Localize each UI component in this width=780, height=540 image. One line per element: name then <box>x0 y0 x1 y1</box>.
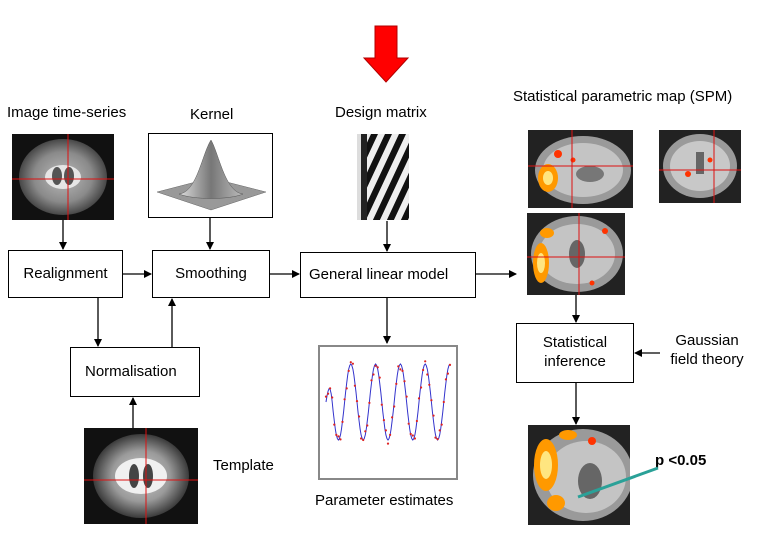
data-point <box>358 415 361 418</box>
data-point <box>424 360 427 363</box>
data-point <box>327 392 330 395</box>
data-point <box>407 422 410 425</box>
data-point <box>351 362 354 365</box>
red-down-arrow-icon <box>362 25 410 83</box>
data-point <box>376 366 379 369</box>
data-point <box>341 420 344 423</box>
realignment-text: Realignment <box>23 264 108 282</box>
data-point <box>436 438 439 441</box>
data-point <box>378 376 381 379</box>
spm-axial-image <box>527 213 625 295</box>
data-point <box>343 398 346 401</box>
data-point <box>415 419 418 423</box>
data-point <box>374 364 377 367</box>
gaussian-field-theory-label: Gaussian field theory <box>670 332 744 368</box>
data-point <box>405 395 408 398</box>
data-point <box>446 372 449 375</box>
normalisation-text: Normalisation <box>85 362 177 380</box>
data-point <box>395 382 398 385</box>
data-point <box>380 403 383 406</box>
data-point <box>331 396 334 399</box>
data-point <box>335 433 338 436</box>
data-point <box>434 436 437 439</box>
data-point <box>440 423 443 426</box>
kernel-label: Kernel <box>190 106 234 123</box>
data-point <box>345 387 348 390</box>
design-matrix-label: Design matrix <box>335 104 427 121</box>
data-point <box>409 432 412 436</box>
p-value-label: p <0.05 <box>655 452 707 469</box>
data-point <box>368 401 371 404</box>
data-point <box>391 416 394 419</box>
general-linear-model-text: General linear model <box>309 265 449 283</box>
data-point <box>360 437 363 440</box>
data-point <box>370 379 373 382</box>
data-point <box>417 397 421 400</box>
data-point <box>372 373 375 376</box>
data-point <box>347 369 350 372</box>
data-point <box>339 438 342 441</box>
data-point <box>349 361 352 364</box>
data-point <box>422 368 425 372</box>
spm-coronal-image <box>659 130 741 203</box>
data-point <box>386 442 390 445</box>
data-point <box>329 387 332 390</box>
normalisation-box: Normalisation <box>70 347 200 397</box>
parameter-estimates-label: Parameter estimates <box>315 492 454 509</box>
fitted-line <box>325 363 451 441</box>
kernel-image <box>148 133 273 218</box>
parameter-estimates-plot <box>318 345 458 480</box>
data-point <box>366 424 369 427</box>
data-point <box>382 419 385 422</box>
data-point <box>384 429 387 432</box>
time-series-brain-image <box>12 134 114 220</box>
design-matrix-image <box>357 134 409 220</box>
data-point <box>337 435 340 438</box>
realignment-box: Realignment <box>8 250 123 298</box>
data-point <box>399 368 402 371</box>
statistical-inference-text: Statistical inference <box>542 334 608 370</box>
data-point <box>420 386 423 389</box>
data-point <box>432 414 435 417</box>
data-point <box>389 433 392 436</box>
data-point <box>448 363 452 366</box>
statistical-inference-box: Statistical inference <box>516 323 634 383</box>
image-time-series-label: Image time-series <box>7 104 127 121</box>
data-point <box>442 400 445 404</box>
data-point <box>401 369 404 372</box>
data-point <box>324 395 328 398</box>
template-label: Template <box>213 457 274 474</box>
data-point <box>403 380 406 383</box>
general-linear-model-box: General linear model <box>300 252 476 298</box>
data-point <box>426 373 429 376</box>
data-point <box>362 438 365 442</box>
data-point <box>353 384 356 387</box>
spm-label: Statistical parametric map (SPM) <box>513 88 733 105</box>
data-point <box>397 365 400 368</box>
spm-sagittal-image <box>528 130 633 208</box>
data-point <box>430 399 433 402</box>
data-point <box>355 400 359 403</box>
data-point <box>411 434 414 437</box>
template-brain-image <box>84 428 198 524</box>
data-point <box>413 437 416 440</box>
data-point <box>393 405 396 408</box>
thresholded-spm-image <box>528 425 630 525</box>
data-point <box>364 430 367 433</box>
data-point <box>444 378 447 381</box>
data-point <box>438 429 441 432</box>
data-point <box>333 423 336 426</box>
data-point <box>428 383 431 386</box>
smoothing-box: Smoothing <box>152 250 270 298</box>
smoothing-text: Smoothing <box>175 264 247 282</box>
